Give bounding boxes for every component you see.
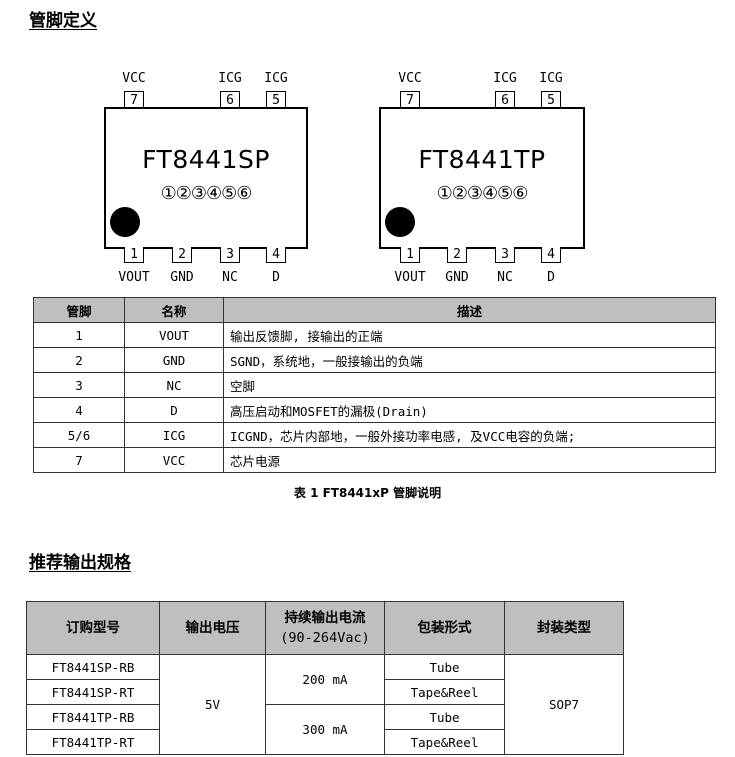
ordering-table: 订购型号 输出电压 持续输出电流 (90-264Vac) 包装形式 封装类型 F…	[26, 601, 624, 755]
pin-label: ICG	[493, 71, 517, 86]
pin1-marker-dot	[385, 207, 415, 237]
pin-label: VCC	[398, 71, 422, 86]
pin-label: ICG	[539, 71, 563, 86]
pin-label: ICG	[264, 71, 288, 86]
table-row: 1 VOUT 输出反馈脚, 接输出的正端	[33, 322, 716, 348]
chip-pin-numbers: ①②③④⑤⑥	[160, 183, 253, 204]
table-row: FT8441SP-RB 5V 200 mA Tube SOP7	[26, 654, 624, 755]
cell-current: 200 mA	[265, 654, 385, 705]
table-row: 4 D 高压启动和MOSFET的漏极(Drain)	[33, 397, 716, 423]
cell-packing: Tube	[384, 704, 505, 730]
cell-package: SOP7	[504, 654, 624, 755]
cell-voltage: 5V	[159, 654, 266, 755]
cell-pin: 2	[33, 347, 125, 373]
section-title-pin-definition: 管脚定义	[29, 11, 97, 31]
table-row: FT8441TP-RT Tape&Reel	[26, 729, 624, 755]
cell-pin: 3	[33, 372, 125, 398]
pin-number: 5	[266, 91, 286, 108]
chip-name: FT8441TP	[418, 145, 546, 174]
cell-description: SGND，系统地，一般接输出的负端	[223, 347, 716, 373]
cell-description: ICGND，芯片内部地，一般外接功率电感, 及VCC电容的负端;	[223, 422, 716, 448]
cell-name: D	[124, 397, 224, 423]
table-row: 5/6 ICG ICGND，芯片内部地，一般外接功率电感, 及VCC电容的负端;	[33, 422, 716, 448]
header-output-voltage: 输出电压	[159, 601, 266, 655]
cell-description: 输出反馈脚, 接输出的正端	[223, 322, 716, 348]
cell-pin: 4	[33, 397, 125, 423]
pin-label: VCC	[122, 71, 146, 86]
cell-pin: 7	[33, 447, 125, 473]
cell-pin: 1	[33, 322, 125, 348]
header-pin: 管脚	[33, 297, 125, 323]
cell-name: VOUT	[124, 322, 224, 348]
pin-label: GND	[170, 270, 194, 285]
header-continuous-current: 持续输出电流 (90-264Vac)	[265, 601, 385, 655]
table-row: 7 VCC 芯片电源	[33, 447, 716, 473]
table-row: 3 NC 空脚	[33, 372, 716, 398]
table-row: 2 GND SGND，系统地，一般接输出的负端	[33, 347, 716, 373]
pin-description-table: 管脚 名称 描述 1 VOUT 输出反馈脚, 接输出的正端 2 GND SGND…	[33, 297, 716, 473]
pin-label: VOUT	[118, 270, 150, 285]
cell-current: 300 mA	[265, 704, 385, 755]
table-caption: 表 1 FT8441xP 管脚说明	[293, 486, 442, 500]
pin-label: D	[272, 270, 280, 285]
cell-name: NC	[124, 372, 224, 398]
header-description: 描述	[223, 297, 716, 323]
cell-model: FT8441TP-RT	[26, 729, 160, 755]
cell-model: FT8441TP-RB	[26, 704, 160, 730]
pin-label: NC	[497, 270, 513, 285]
header-packing: 包装形式	[384, 601, 505, 655]
cell-description: 空脚	[223, 372, 716, 398]
section-title-recommended-output: 推荐输出规格	[29, 553, 131, 573]
cell-name: VCC	[124, 447, 224, 473]
pin1-marker-dot	[110, 207, 140, 237]
pin-number: 1	[124, 247, 144, 263]
pin-number: 4	[266, 247, 286, 263]
pin-number: 2	[447, 247, 467, 263]
header-order-model: 订购型号	[26, 601, 160, 655]
header-current-range: (90-264Vac)	[280, 630, 370, 646]
header-package-type: 封装类型	[504, 601, 624, 655]
cell-pin: 5/6	[33, 422, 125, 448]
cell-packing: Tube	[384, 654, 505, 680]
pin-number: 1	[400, 247, 420, 263]
pin-label: GND	[445, 270, 469, 285]
pin-number: 4	[541, 247, 561, 263]
cell-model: FT8441SP-RB	[26, 654, 160, 680]
chip-name: FT8441SP	[142, 145, 270, 174]
pin-number: 3	[495, 247, 515, 263]
cell-description: 芯片电源	[223, 447, 716, 473]
pin-label: ICG	[218, 71, 242, 86]
pin-label: NC	[222, 270, 238, 285]
pin-number: 7	[124, 91, 144, 108]
header-current-title: 持续输出电流	[284, 610, 366, 626]
cell-packing: Tape&Reel	[384, 729, 505, 755]
cell-name: GND	[124, 347, 224, 373]
pin-number: 6	[495, 91, 515, 108]
pin-number: 6	[220, 91, 240, 108]
chip-body: FT8441TP ①②③④⑤⑥	[379, 107, 585, 249]
pin-number: 3	[220, 247, 240, 263]
pin-number: 2	[172, 247, 192, 263]
pin-label: VOUT	[394, 270, 426, 285]
table-header-row: 管脚 名称 描述	[33, 297, 716, 323]
header-name: 名称	[124, 297, 224, 323]
table-row: FT8441TP-RB 300 mA Tube	[26, 704, 624, 755]
cell-packing: Tape&Reel	[384, 679, 505, 705]
pin-number: 7	[400, 91, 420, 108]
table-header-row: 订购型号 输出电压 持续输出电流 (90-264Vac) 包装形式 封装类型	[26, 601, 624, 655]
chip-pin-numbers: ①②③④⑤⑥	[436, 183, 529, 204]
cell-name: ICG	[124, 422, 224, 448]
cell-description: 高压启动和MOSFET的漏极(Drain)	[223, 397, 716, 423]
pin-number: 5	[541, 91, 561, 108]
cell-model: FT8441SP-RT	[26, 679, 160, 705]
pin-label: D	[547, 270, 555, 285]
chip-body: FT8441SP ①②③④⑤⑥	[104, 107, 308, 249]
